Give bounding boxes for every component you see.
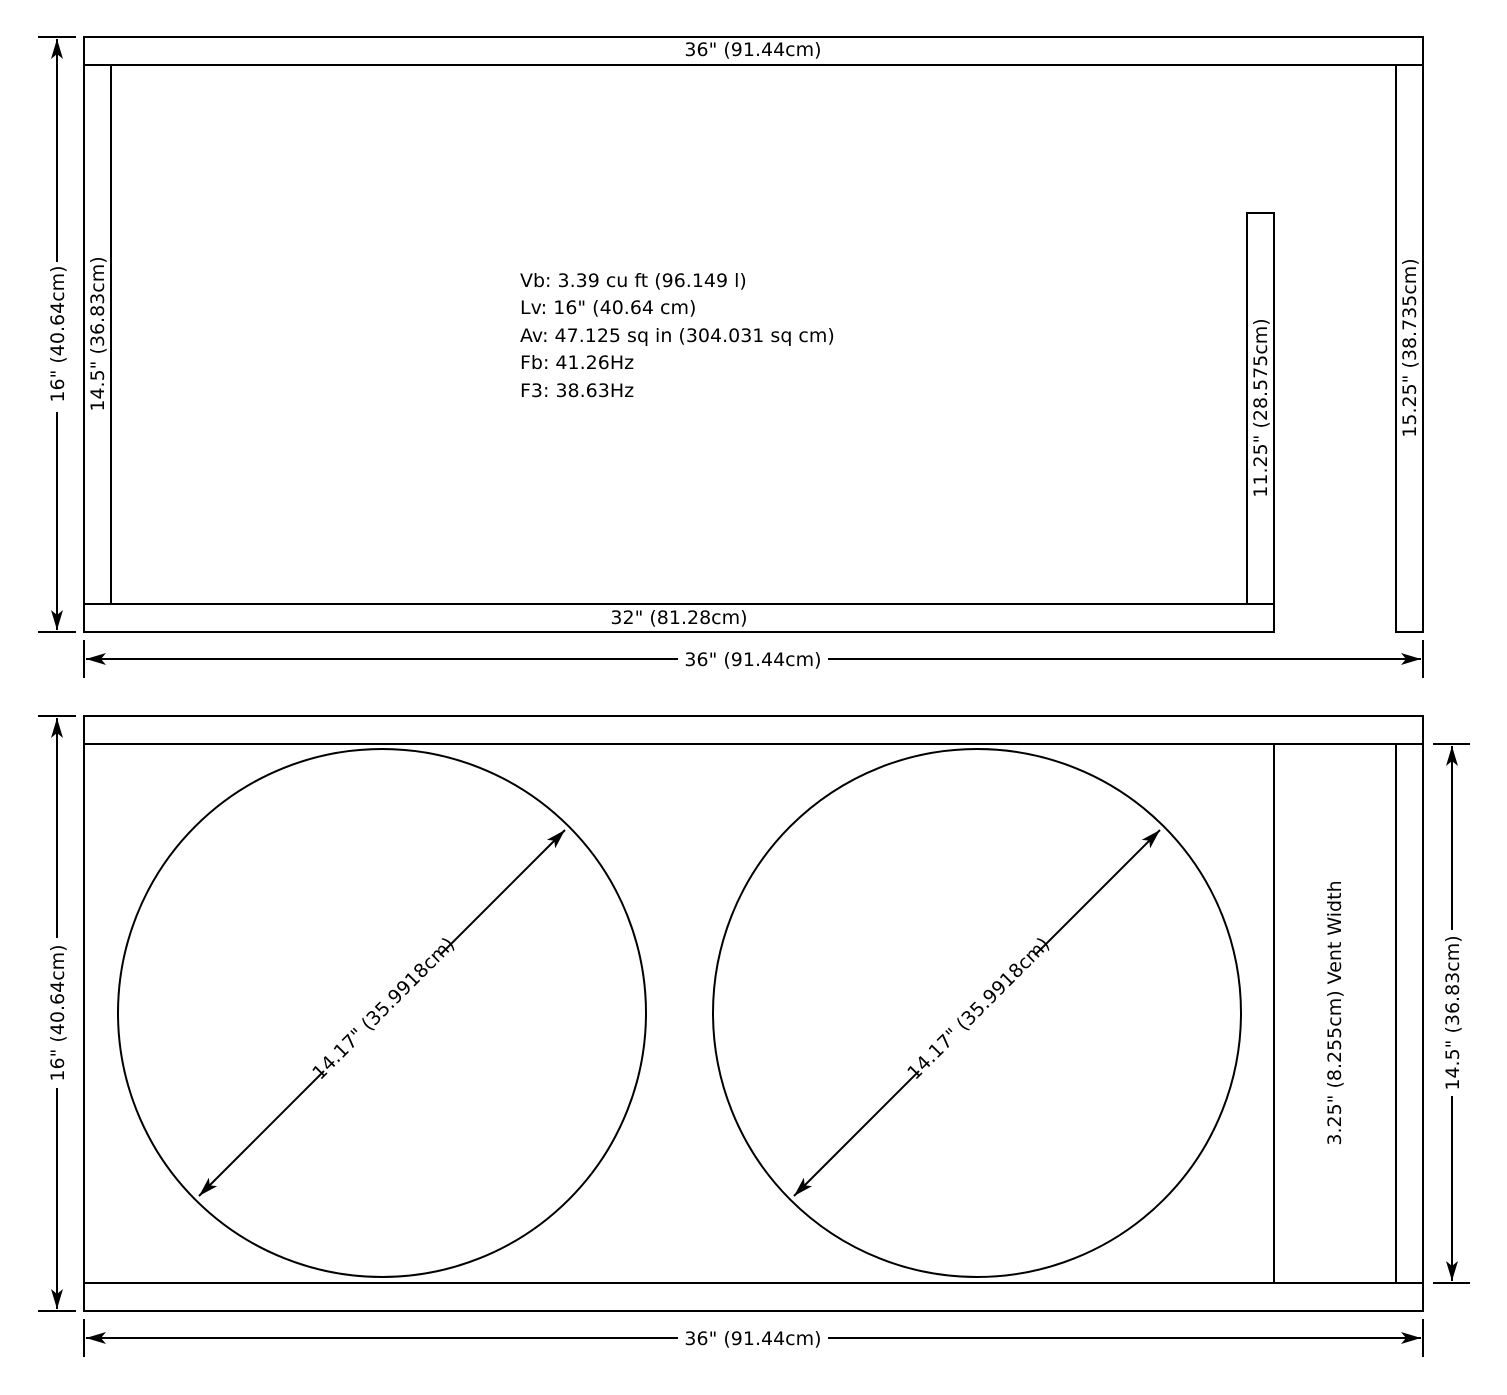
left-panel-label: 14.5" (36.83cm) — [87, 256, 109, 411]
front-width-dimension: 36" (91.44cm) — [83, 1319, 1424, 1357]
right-panel-label: 15.25" (38.735cm) — [1399, 258, 1421, 437]
specs-block: Vb: 3.39 cu ft (96.149 l) Lv: 16" (40.64… — [520, 270, 835, 402]
top-panel-label: 36" (91.44cm) — [684, 39, 821, 61]
side-view: 36" (91.44cm) 32" (81.28cm) 14.5" (36.83… — [38, 36, 1424, 678]
front-view: 14.17" (35.9918cm) 14.17" (35.9918cm) 3.… — [38, 715, 1470, 1357]
spec-lv: Lv: 16" (40.64 cm) — [520, 297, 696, 319]
vent-panel-label: 11.25" (28.575cm) — [1250, 318, 1272, 497]
spec-f3: F3: 38.63Hz — [520, 380, 634, 402]
spec-vb: Vb: 3.39 cu ft (96.149 l) — [520, 270, 747, 292]
baffle-outline — [83, 715, 1424, 1312]
bottom-panel — [83, 603, 1275, 633]
side-height-dimension: 16" (40.64cm) — [38, 36, 76, 633]
front-height-dimension: 16" (40.64cm) — [38, 715, 76, 1312]
side-height-label: 16" (40.64cm) — [47, 265, 69, 402]
spec-fb: Fb: 41.26Hz — [520, 352, 634, 374]
right-panel — [1395, 64, 1424, 633]
spec-av: Av: 47.125 sq in (304.031 sq cm) — [520, 325, 835, 347]
side-width-dimension: 36" (91.44cm) — [83, 640, 1424, 678]
front-height-label: 16" (40.64cm) — [47, 944, 69, 1081]
vent-width-label: 3.25" (8.255cm) Vent Width — [1324, 880, 1346, 1145]
front-width-label: 36" (91.44cm) — [684, 1328, 821, 1350]
bottom-panel-label: 32" (81.28cm) — [610, 607, 747, 629]
top-panel — [83, 36, 1424, 66]
front-inner-height-label: 14.5" (36.83cm) — [1442, 935, 1464, 1090]
side-width-label: 36" (91.44cm) — [684, 649, 821, 671]
vent-panel — [1246, 212, 1275, 605]
front-inner-height-dimension: 14.5" (36.83cm) — [1433, 743, 1470, 1284]
